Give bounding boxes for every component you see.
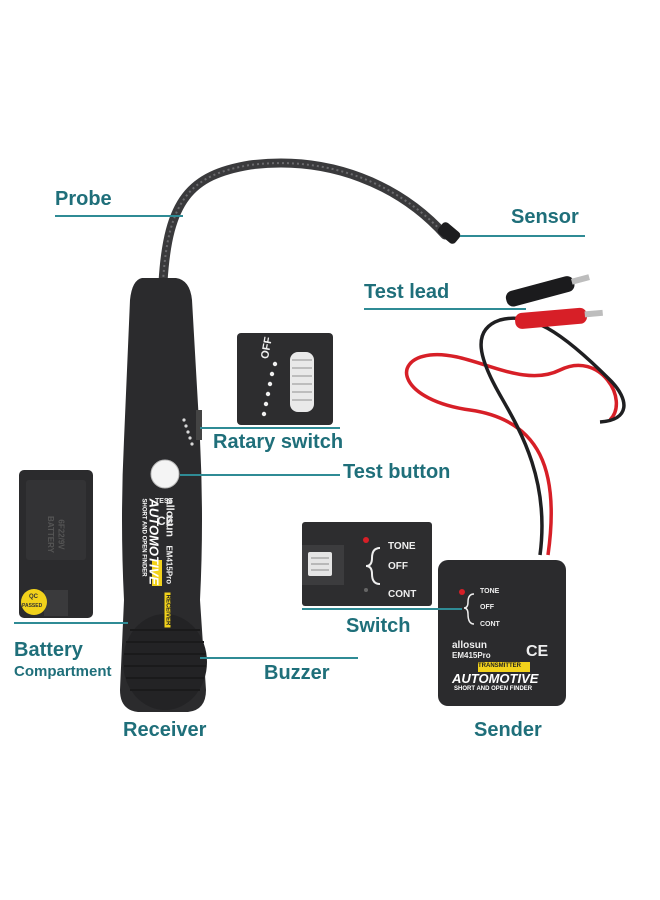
sender-cont: CONT: [480, 621, 500, 628]
receiver-tag: RECEIVER: [164, 592, 171, 628]
probe-leader: [55, 215, 183, 217]
receiver-title: AUTOMOTIVE: [146, 498, 162, 585]
sensor-tip: [437, 222, 461, 244]
rotary-inset: [237, 333, 333, 425]
receiver-test-label: TEST: [155, 498, 173, 505]
test-button-graphic: [150, 459, 180, 489]
receiver-ce-mark: CE: [157, 514, 174, 528]
switch-inset-cont: CONT: [388, 589, 417, 600]
battery-text-2: 6F22/9V: [56, 519, 66, 550]
probe-gooseneck: [158, 158, 450, 287]
red-clip: [515, 307, 603, 329]
receiver-subtitle: SHORT AND OPEN FINDER: [140, 498, 147, 577]
receiver-model: EM415Pro: [164, 545, 174, 585]
switch-inset-tone: TONE: [388, 541, 416, 552]
sender-label: Sender: [474, 719, 542, 741]
black-wire: [479, 316, 626, 556]
buzzer-grille: [123, 614, 207, 710]
sender-ce-mark: CE: [526, 643, 549, 660]
receiver-label: Receiver: [123, 719, 207, 741]
sender-tag: TRANSMITTER: [478, 663, 521, 669]
buzzer-leader: [200, 657, 358, 659]
qc-sticker: [21, 589, 47, 615]
black-clip: [505, 274, 590, 307]
receiver-body: [120, 278, 206, 712]
sensor-label: Sensor: [511, 206, 579, 228]
sender-model: EM415Pro: [452, 651, 491, 660]
red-wire: [404, 352, 618, 556]
switch-inset-off: OFF: [388, 561, 408, 572]
test-lead-label: Test lead: [364, 281, 450, 303]
test-button-label: Test button: [343, 461, 451, 483]
qc-text-2: PASSED: [22, 603, 43, 609]
sender-off: OFF: [480, 604, 494, 611]
sender-subtitle: SHORT AND OPEN FINDER: [454, 686, 533, 692]
sender-tone: TONE: [480, 588, 500, 595]
sensor-leader: [460, 235, 585, 237]
battery-text-1: BATTERY: [45, 516, 55, 553]
battery-label: Battery: [14, 639, 83, 661]
sender-title: AUTOMOTIVE: [452, 671, 539, 686]
receiver-brand: allosun: [163, 498, 176, 538]
probe-label: Probe: [55, 188, 112, 210]
rotary-switch-leader: [200, 427, 340, 429]
test-lead-leader: [364, 308, 526, 310]
receiver-printed-text: TEST CE allosun EM415Pro RECEIVER AUTOMO…: [115, 480, 210, 630]
switch-label: Switch: [346, 615, 411, 637]
sender-brand: allosun: [452, 640, 488, 651]
battery-leader: [14, 622, 128, 624]
buzzer-label: Buzzer: [264, 662, 330, 684]
rotary-switch-label: Ratary switch: [213, 431, 344, 453]
switch-leader: [302, 608, 462, 610]
sender-printed-text: TONE OFF CONT allosun EM415Pro CE TRANSM…: [444, 585, 562, 695]
qc-text-1: QC: [29, 594, 38, 600]
test-button-leader: [180, 474, 340, 476]
battery-compartment-label: Compartment: [14, 663, 112, 680]
battery-cover-text: BATTERY 6F22/9V: [24, 500, 88, 570]
